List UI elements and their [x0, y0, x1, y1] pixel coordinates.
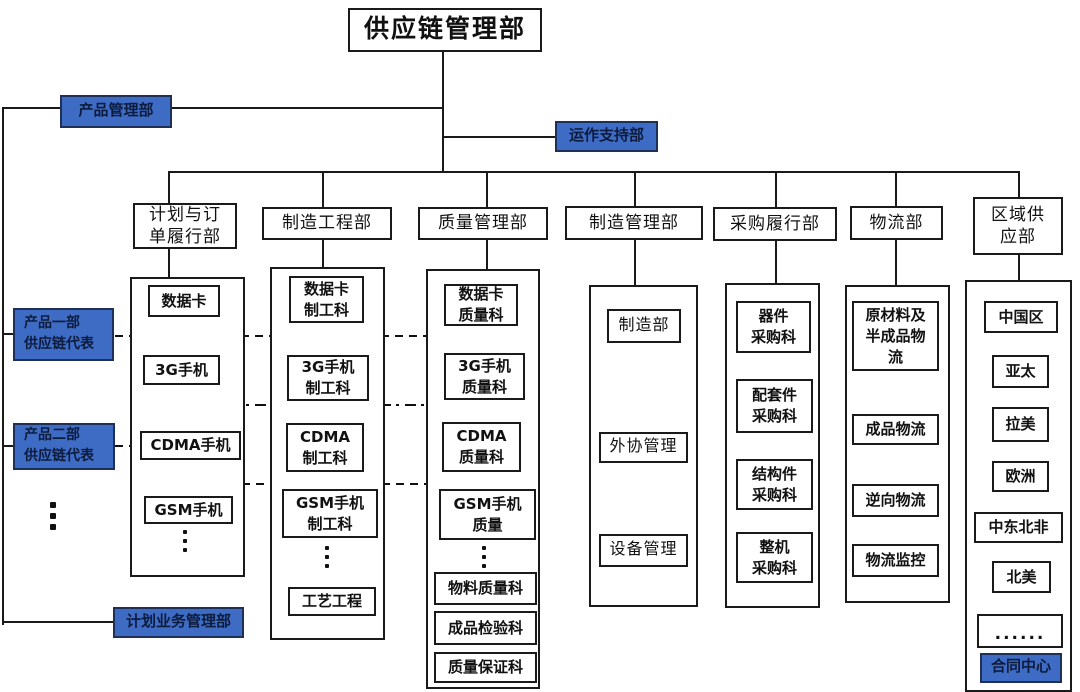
connector-distribution: [168, 171, 1020, 173]
node-gsm-quality: GSM手机 质量: [439, 489, 536, 540]
node-region-north-america: 北美: [992, 561, 1051, 593]
node-region-mena: 中东北非: [974, 512, 1063, 543]
node-reverse-logistics: 逆向物流: [852, 484, 939, 517]
dept-logistics: 物流部: [850, 206, 943, 240]
connector-drop-col6: [895, 171, 897, 207]
node-cdma-mfg: CDMA 制工科: [286, 423, 364, 472]
dept-plan-order-fulfillment: 计划与订 单履行部: [133, 203, 237, 249]
node-process-engineering: 工艺工程: [288, 587, 376, 616]
connector-rep1: [2, 333, 14, 335]
node-manufacturing-dept: 制造部: [607, 309, 681, 343]
node-material-quality: 物料质量科: [434, 572, 537, 605]
connector-col2-body: [322, 239, 324, 268]
node-data-card-quality: 数据卡 质量科: [444, 284, 518, 326]
connector-root-vertical: [442, 50, 444, 172]
connector-col1-body: [168, 248, 170, 278]
connector-drop-col5: [775, 171, 777, 208]
node-component-procurement: 器件 采购科: [736, 301, 811, 353]
node-gsm-phone: GSM手机: [144, 496, 233, 524]
connector-col4-body: [634, 239, 636, 286]
connector-operations-support: [443, 136, 557, 138]
dept-procurement-fulfillment: 采购履行部: [713, 207, 837, 241]
node-product-dept2-rep: 产品二部 供应链代表: [13, 423, 115, 470]
dept-quality-mgmt: 质量管理部: [418, 207, 548, 240]
vertical-ellipsis-icon: [183, 530, 187, 552]
node-data-card-mfg: 数据卡 制工科: [289, 276, 364, 323]
vertical-ellipsis-icon: [325, 546, 329, 568]
connector-col7-body: [1018, 254, 1020, 281]
connector-drop-col3: [486, 171, 488, 208]
connector-drop-col2: [322, 171, 324, 208]
connector-drop-col7: [1018, 171, 1020, 198]
col1-frame: [130, 277, 245, 577]
connector-drop-col1: [168, 171, 170, 204]
node-region-latam: 拉美: [992, 407, 1049, 442]
connector-col6-body: [895, 239, 897, 286]
node-finished-inspection: 成品检验科: [434, 611, 537, 645]
node-outsourcing-mgmt: 外协管理: [599, 432, 688, 463]
connector-planning-biz: [2, 621, 114, 623]
node-3g-phone: 3G手机: [143, 355, 220, 385]
node-data-card: 数据卡: [148, 285, 220, 317]
node-equipment-mgmt: 设备管理: [599, 534, 688, 567]
vertical-ellipsis-icon: [482, 546, 486, 568]
node-logistics-monitoring: 物流监控: [852, 544, 939, 577]
connector-col5-body: [775, 240, 777, 284]
connector-col3-body: [486, 239, 488, 270]
node-3g-mfg: 3G手机 制工科: [287, 355, 369, 401]
dept-regional-supply: 区域供 应部: [973, 197, 1063, 255]
node-contract-center: 合同中心: [980, 653, 1062, 683]
node-region-china: 中国区: [984, 301, 1058, 333]
node-cdma-phone: CDMA手机: [140, 431, 241, 460]
node-gsm-mfg: GSM手机 制工科: [282, 489, 378, 538]
node-complete-unit-procurement: 整机 采购科: [736, 532, 813, 583]
root-node: 供应链管理部: [348, 8, 542, 52]
node-raw-material-logistics: 原材料及 半成品物 流: [852, 301, 939, 371]
dept-manufacturing-mgmt: 制造管理部: [565, 206, 703, 240]
node-cdma-quality: CDMA 质量科: [442, 422, 521, 472]
connector-left-spine: [2, 107, 4, 625]
node-product-mgmt: 产品管理部: [60, 95, 172, 128]
connector-rep2-dashed: [115, 445, 131, 447]
node-structural-procurement: 结构件 采购科: [736, 459, 813, 510]
dept-manufacturing-engineering: 制造工程部: [262, 207, 392, 240]
connector-product-mgmt: [2, 107, 443, 109]
node-quality-assurance: 质量保证科: [434, 652, 537, 683]
node-accessory-procurement: 配套件 采购科: [736, 379, 813, 433]
connector-drop-col4: [634, 171, 636, 207]
node-planning-biz-mgmt: 计划业务管理部: [113, 607, 244, 638]
node-operations-support: 运作支持部: [555, 121, 658, 152]
connector-rep2: [2, 445, 14, 447]
vertical-ellipsis-icon: [50, 502, 56, 530]
node-region-europe: 欧洲: [992, 461, 1049, 492]
node-product-dept1-rep: 产品一部 供应链代表: [13, 308, 114, 361]
node-region-apac: 亚太: [992, 355, 1049, 388]
node-3g-quality: 3G手机 质量科: [444, 353, 525, 400]
node-finished-goods-logistics: 成品物流: [852, 414, 939, 445]
node-more-regions: ......: [977, 614, 1063, 648]
